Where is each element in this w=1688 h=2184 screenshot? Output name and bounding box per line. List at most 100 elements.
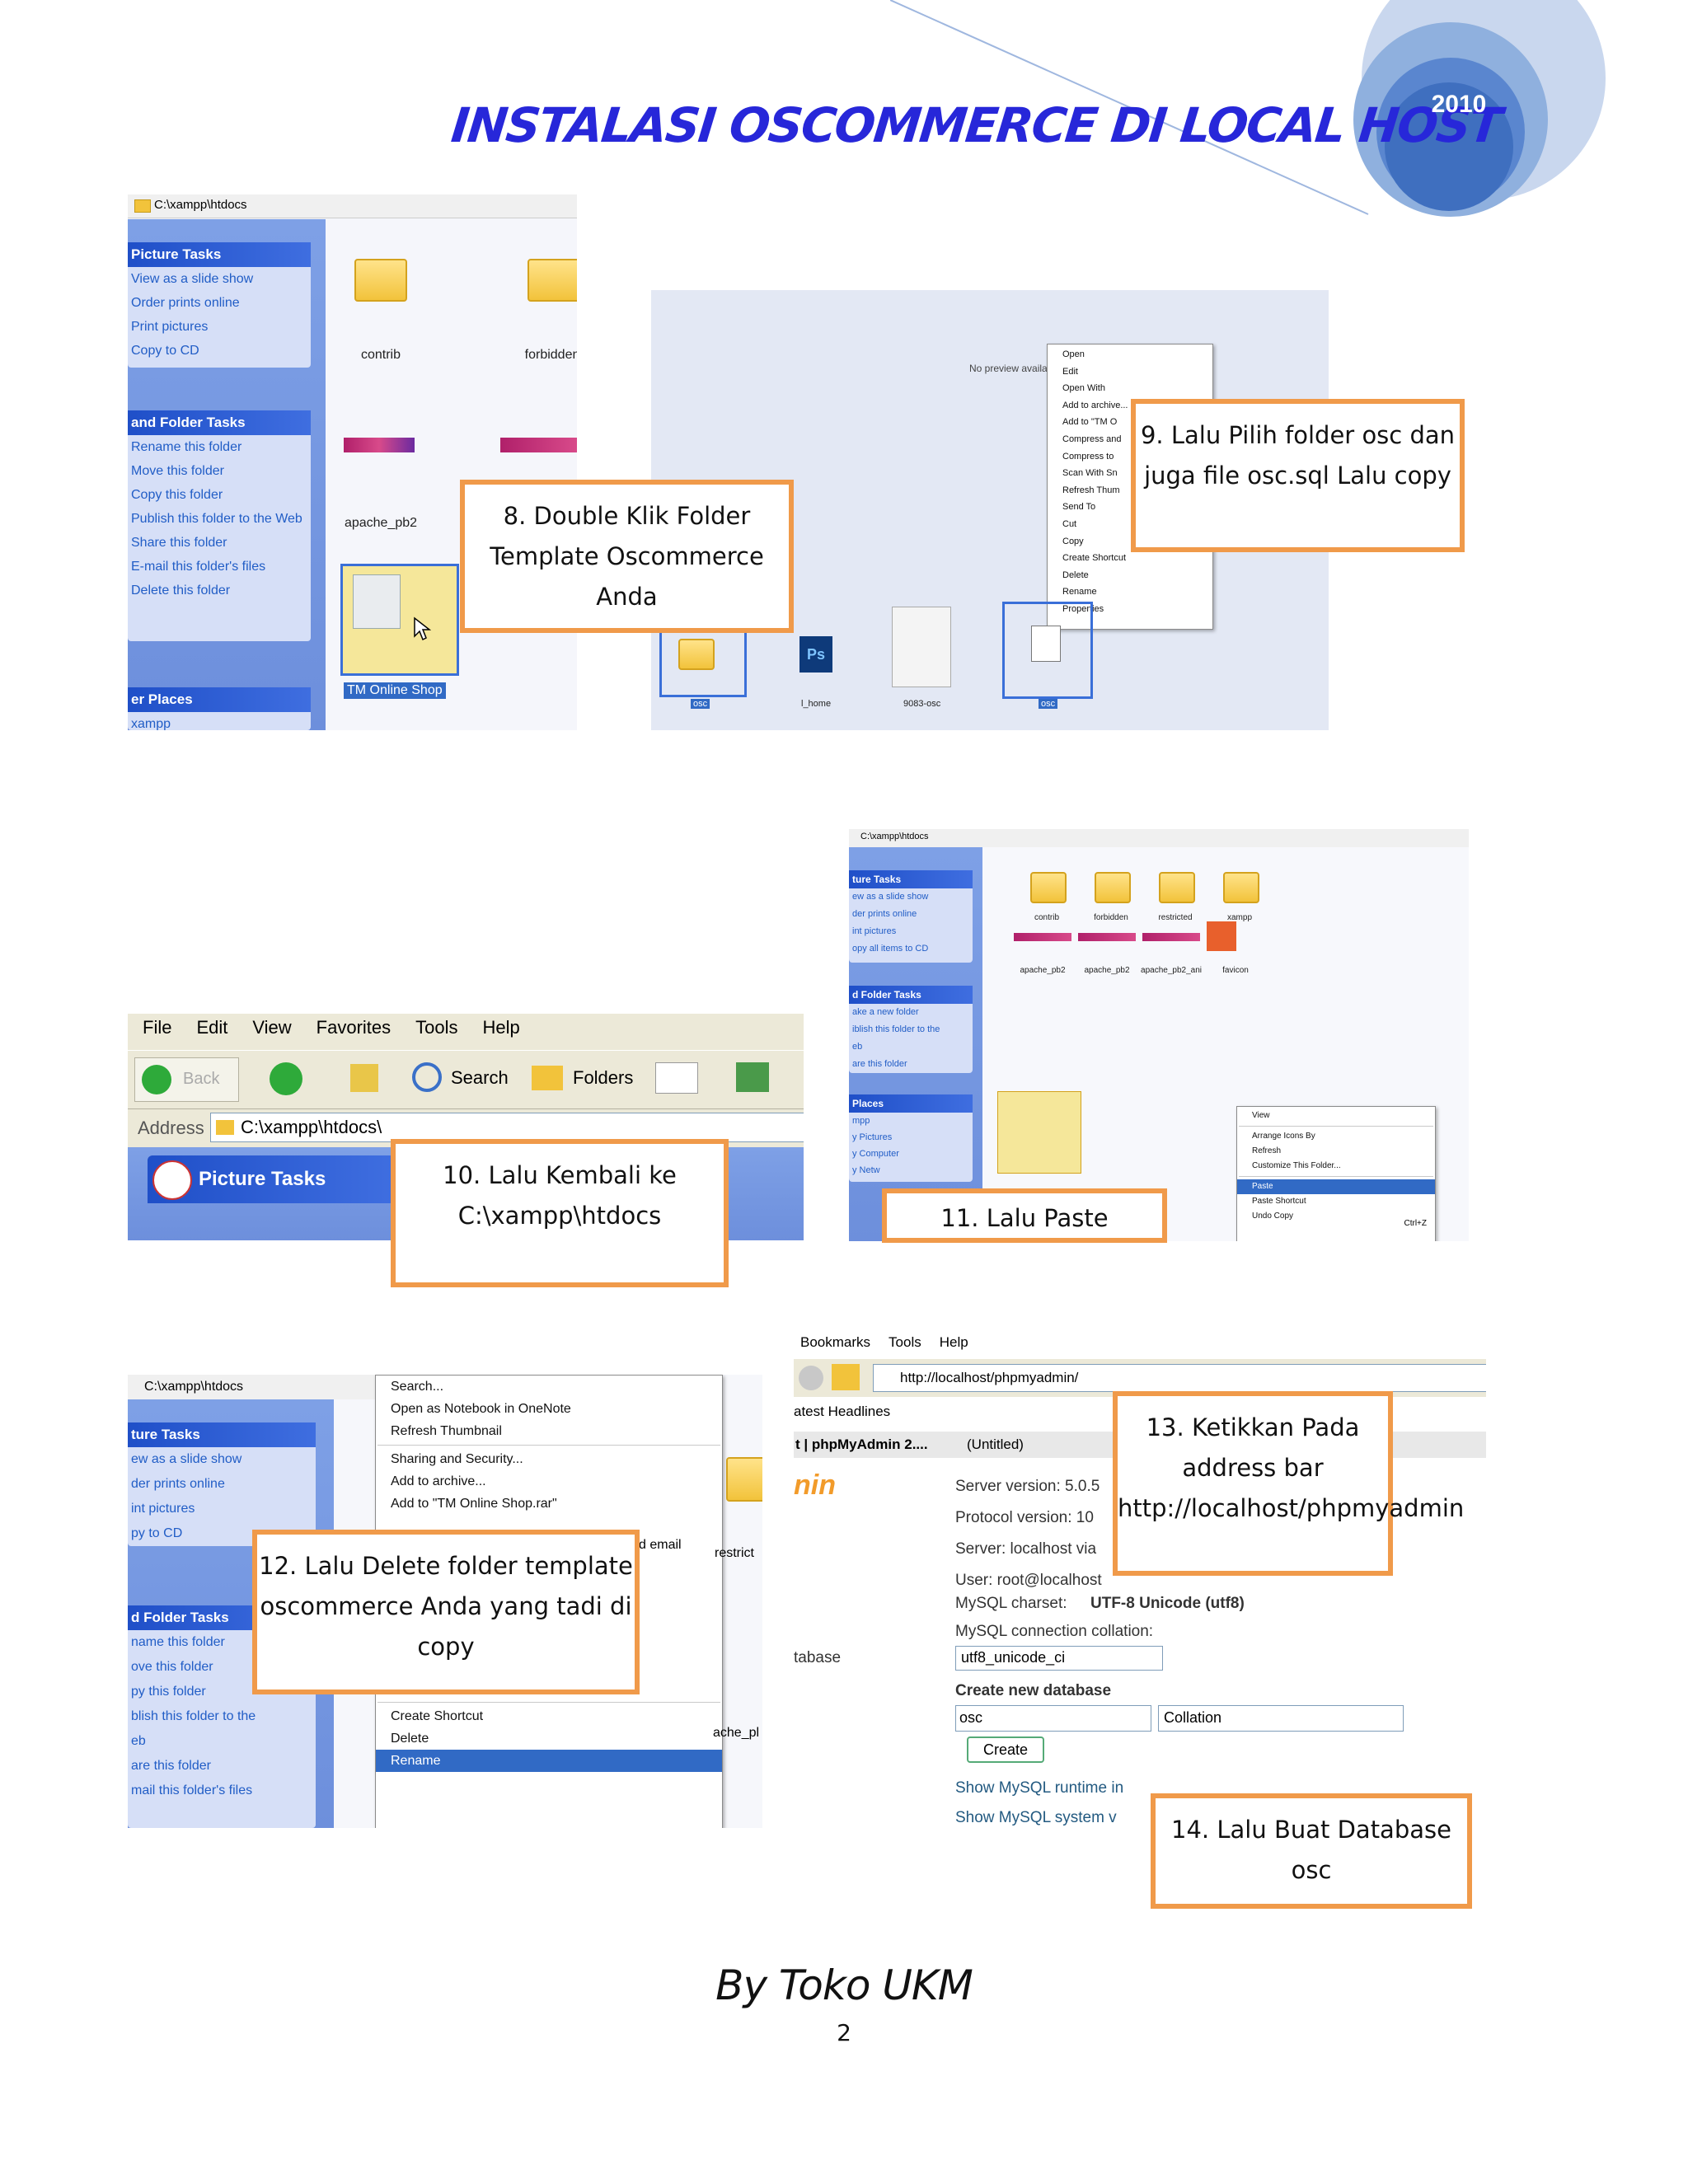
folders-button[interactable]: Folders [573, 1067, 634, 1088]
place-link[interactable]: xampp [131, 717, 171, 730]
menu-item[interactable]: Edit [196, 1017, 228, 1038]
menu-item[interactable]: Rename [376, 1750, 722, 1772]
task-link[interactable]: blish this folder to the [131, 1709, 256, 1723]
picture-tasks-header[interactable]: Picture Tasks [148, 1155, 395, 1203]
menu-item[interactable]: Refresh Thum [1062, 485, 1120, 495]
task-link[interactable]: eb [852, 1042, 863, 1052]
sync-icon[interactable] [736, 1062, 769, 1092]
db-name-input[interactable]: osc [955, 1705, 1151, 1732]
folder-icon[interactable] [1223, 872, 1259, 903]
runtime-link[interactable]: Show MySQL runtime in [955, 1779, 1124, 1797]
menu-item[interactable]: Help [939, 1334, 968, 1350]
menu-item[interactable]: Tools [415, 1017, 458, 1038]
system-link[interactable]: Show MySQL system v [955, 1809, 1117, 1826]
task-link[interactable]: Print pictures [131, 320, 209, 334]
task-link[interactable]: Order prints online [131, 296, 240, 310]
place-link[interactable]: mpp [852, 1116, 870, 1126]
forward-arrow-icon[interactable] [270, 1062, 302, 1095]
menu-item[interactable]: Paste Shortcut [1252, 1197, 1306, 1206]
menu-item[interactable]: Add to "TM Online Shop.rar" [391, 1497, 557, 1511]
task-link[interactable]: Publish this folder to the Web [131, 512, 302, 526]
home-icon[interactable] [832, 1364, 860, 1390]
task-link[interactable]: py to CD [131, 1526, 183, 1540]
task-link[interactable]: opy all items to CD [852, 944, 929, 954]
panel-header[interactable]: Places [849, 1094, 973, 1113]
task-link[interactable]: Share this folder [131, 536, 227, 550]
menu-item[interactable]: Compress and [1062, 434, 1122, 444]
menu-item[interactable]: Refresh [1252, 1146, 1282, 1155]
menu-item[interactable]: Add to archive... [391, 1474, 486, 1488]
menu-item[interactable]: Rename [1062, 587, 1097, 598]
task-link[interactable]: name this folder [131, 1635, 225, 1649]
menu-item[interactable]: Favorites [316, 1017, 392, 1038]
menu-item[interactable]: Open With [1062, 383, 1105, 394]
panel-header[interactable]: Picture Tasks [128, 242, 311, 267]
file-tile[interactable] [659, 626, 747, 697]
folder-icon[interactable] [1095, 872, 1131, 903]
menu-item[interactable]: Sharing and Security... [391, 1452, 523, 1466]
menu-item[interactable]: Arrange Icons By [1252, 1132, 1315, 1141]
task-link[interactable]: py this folder [131, 1685, 206, 1699]
menu-item[interactable]: Search... [391, 1380, 444, 1394]
panel-header[interactable]: ture Tasks [849, 870, 973, 888]
menu-item[interactable]: Scan With Sn [1062, 468, 1118, 479]
folder-icon[interactable] [354, 259, 407, 302]
place-link[interactable]: y Netw [852, 1165, 880, 1175]
pasted-folder[interactable] [997, 1091, 1081, 1174]
tab-phpmyadmin[interactable]: t | phpMyAdmin 2.... [795, 1436, 928, 1452]
apache-thumbnail[interactable] [344, 438, 415, 452]
menu-item[interactable]: Send To [1062, 502, 1096, 513]
task-link[interactable]: View as a slide show [131, 272, 254, 286]
task-link[interactable]: mail this folder's files [131, 1783, 253, 1797]
menu-item[interactable]: Add to "TM O [1062, 417, 1118, 428]
task-link[interactable]: Rename this folder [131, 440, 242, 454]
search-button[interactable]: Search [451, 1067, 509, 1088]
menu-item[interactable]: Delete [1062, 569, 1089, 580]
apache-thumbnail[interactable] [1014, 933, 1071, 941]
task-link[interactable]: ove this folder [131, 1660, 213, 1674]
panel-header[interactable]: er Places [128, 687, 311, 712]
task-link[interactable]: iblish this folder to the [852, 1024, 940, 1034]
menu-item[interactable]: Properties [1062, 603, 1104, 614]
sql-file-tile[interactable] [1002, 602, 1093, 699]
create-button[interactable]: Create [967, 1736, 1044, 1763]
task-link[interactable]: der prints online [852, 909, 917, 919]
stop-icon[interactable] [799, 1366, 823, 1390]
menu-item[interactable]: Edit [1062, 366, 1078, 377]
headlines-bar[interactable]: atest Headlines [794, 1404, 891, 1419]
menu-item[interactable]: Create Shortcut [1062, 553, 1127, 564]
folder-icon[interactable] [726, 1457, 762, 1502]
task-link[interactable]: der prints online [131, 1477, 225, 1491]
task-link[interactable]: Delete this folder [131, 583, 231, 598]
selected-label[interactable]: TM Online Shop [344, 682, 446, 699]
panel-header[interactable]: and Folder Tasks [128, 410, 311, 435]
collation-dropdown[interactable]: Collation [1158, 1705, 1404, 1732]
task-link[interactable]: eb [131, 1734, 146, 1748]
menu-item[interactable]: Compress to [1062, 451, 1114, 462]
menu-item[interactable]: Paste [1237, 1179, 1435, 1194]
place-link[interactable]: y Pictures [852, 1132, 893, 1142]
url-bar[interactable]: http://localhost/phpmyadmin/ [873, 1364, 1486, 1392]
task-link[interactable]: int pictures [852, 926, 897, 936]
tab-untitled[interactable]: (Untitled) [967, 1436, 1024, 1452]
template-thumbnail[interactable] [892, 607, 951, 687]
menu-item[interactable]: Cut [1062, 518, 1077, 529]
menu-item[interactable]: Copy [1062, 536, 1084, 546]
address-input[interactable]: C:\xampp\htdocs\ [210, 1113, 804, 1142]
menu-item[interactable]: Open [1062, 349, 1085, 359]
xampp-icon[interactable] [1207, 921, 1236, 951]
panel-header[interactable]: ture Tasks [128, 1422, 316, 1447]
task-link[interactable]: are this folder [852, 1059, 907, 1069]
place-link[interactable]: y Computer [852, 1149, 899, 1159]
apache-thumbnail[interactable] [1078, 933, 1136, 941]
menu-item[interactable]: File [143, 1017, 172, 1038]
search-icon[interactable] [412, 1062, 442, 1092]
folder-icon[interactable] [1030, 872, 1067, 903]
task-link[interactable]: E-mail this folder's files [131, 560, 266, 574]
back-button[interactable]: Back [134, 1057, 239, 1102]
collation-select[interactable]: utf8_unicode_ci [955, 1646, 1163, 1671]
menu-item[interactable]: Bookmarks [800, 1334, 871, 1350]
menu-item[interactable]: Delete [391, 1732, 429, 1746]
menu-item[interactable]: Tools [889, 1334, 921, 1350]
task-link[interactable]: Copy this folder [131, 488, 223, 502]
